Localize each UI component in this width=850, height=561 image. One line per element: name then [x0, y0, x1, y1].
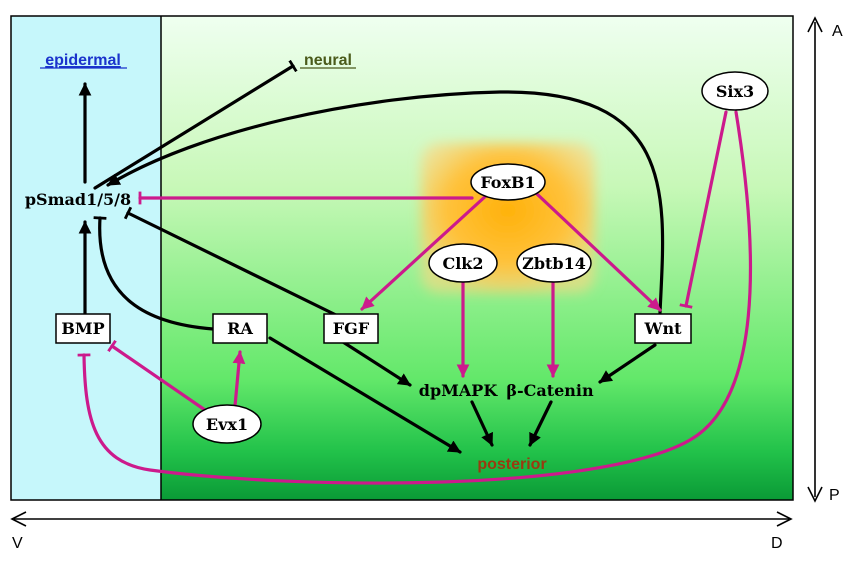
- neural-label: neural: [304, 52, 352, 69]
- edge-evx1-to-ra: [232, 350, 246, 408]
- node-zbtb14: Zbtb14: [516, 243, 592, 283]
- foxb1-label: FoxB1: [480, 173, 535, 192]
- edge-foxb1-to-wnt: [535, 192, 662, 312]
- edge-fgf-to-dpmapk: [341, 340, 412, 387]
- edge-dpmapk-to-posterior: [470, 400, 494, 447]
- diagram-frame: [10, 15, 794, 501]
- epidermal-label: epidermal: [45, 52, 121, 69]
- ap-axis-bottom-head: [807, 486, 823, 503]
- edge-wnt-to-psmad: [106, 90, 665, 315]
- node-bmp: BMP: [55, 313, 111, 344]
- axis-posterior-label: P: [829, 487, 840, 504]
- node-foxb1: FoxB1: [470, 163, 546, 201]
- edge-bcatenin-to-posterior: [528, 400, 553, 447]
- edge-wnt-to-bcatenin: [598, 343, 657, 384]
- edge-ra-inhibits-psmad: [93, 216, 215, 331]
- node-six3: Six3: [701, 71, 769, 111]
- edge-six3-inhibits-bmp: [77, 110, 753, 485]
- edge-psmad-inhibits-neural: [93, 59, 298, 190]
- vd-axis-left-head: [10, 511, 27, 527]
- node-evx1: Evx1: [192, 404, 262, 444]
- fgf-label: FGF: [333, 319, 370, 338]
- edge-fgf-inhibits-psmad: [123, 206, 340, 318]
- vd-axis-right-head: [776, 511, 793, 527]
- evx1-label: Evx1: [206, 415, 248, 434]
- axis-anterior-label: A: [832, 23, 843, 40]
- wnt-label: Wnt: [644, 319, 683, 338]
- edge-six3-inhibits-wnt: [679, 110, 728, 309]
- dpmapk-label: dpMAPK: [419, 381, 499, 400]
- node-wnt: Wnt: [634, 313, 692, 344]
- six3-label: Six3: [716, 82, 754, 101]
- edge-ra-to-posterior: [268, 336, 462, 454]
- psmad-label: pSmad1/5/8: [25, 190, 131, 209]
- axis-dorsal-label: D: [771, 535, 783, 552]
- node-fgf: FGF: [323, 313, 379, 344]
- node-clk2: Clk2: [428, 243, 498, 283]
- node-ra: RA: [212, 313, 268, 344]
- zbtb14-label: Zbtb14: [522, 254, 586, 273]
- edge-evx1-inhibits-bmp: [107, 339, 207, 412]
- ap-axis-top-head: [807, 16, 823, 33]
- bmp-label: BMP: [61, 319, 104, 338]
- axis-ventral-label: V: [12, 535, 23, 552]
- ra-label: RA: [227, 319, 253, 338]
- clk2-label: Clk2: [442, 254, 483, 273]
- edge-foxb1-to-fgf: [360, 192, 490, 311]
- bcatenin-label: β-Catenin: [506, 381, 594, 400]
- posterior-label: posterior: [477, 456, 546, 473]
